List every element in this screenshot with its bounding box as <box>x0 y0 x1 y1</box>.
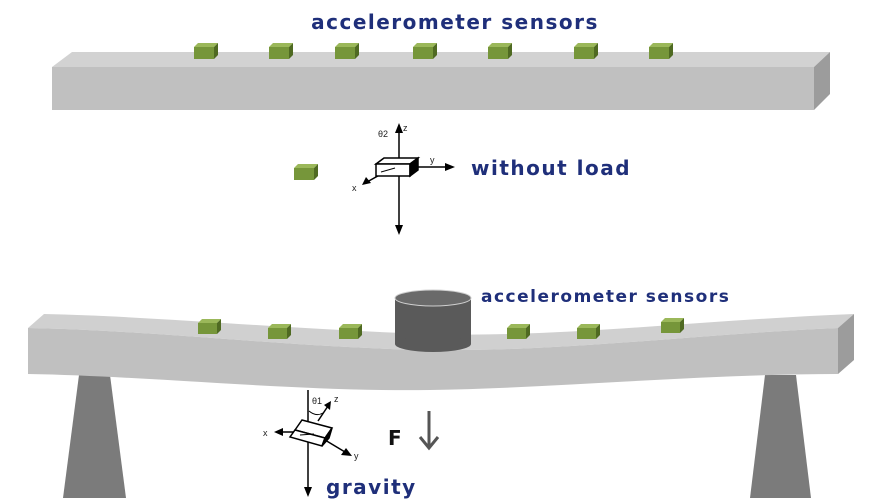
axis-z-label: z <box>403 123 408 133</box>
sensor-cube-icon <box>574 43 598 59</box>
sensor-cube-icon <box>339 324 362 339</box>
axes-unloaded <box>362 123 455 235</box>
top-beam-top-face <box>52 52 830 67</box>
top-beam <box>52 52 830 110</box>
sensor-cube-icon <box>194 43 218 59</box>
sensor-cube-icon <box>661 318 684 333</box>
axis-theta1-label: θ1 <box>312 396 322 406</box>
bottom-title: accelerometer sensors <box>481 287 730 307</box>
sensor-cube-icon <box>269 43 293 59</box>
sensor-cube-icon <box>294 164 318 180</box>
sensor-cube-icon <box>577 324 600 339</box>
bottom-beam-front-face <box>28 328 838 391</box>
support-right <box>750 375 811 498</box>
support-left <box>63 375 126 498</box>
top-beam-side-face <box>814 52 830 110</box>
axis-y-label: y <box>430 155 435 165</box>
sensor-cube-icon <box>649 43 673 59</box>
sensor-cube-icon <box>294 164 318 180</box>
y-arrow-icon <box>341 448 352 456</box>
top-sensor-row <box>194 43 673 59</box>
bottom-beam <box>28 314 854 391</box>
sensor-cube-icon <box>198 319 221 334</box>
support-pillar-icon <box>63 375 126 498</box>
x-arrow-icon <box>274 428 283 436</box>
force-label: F <box>388 426 402 450</box>
axis-x-label: x <box>263 428 268 438</box>
support-pillar-icon <box>750 375 811 498</box>
sensor-cube-icon <box>335 43 359 59</box>
axis-z-label: z <box>334 394 339 404</box>
y-arrow-icon <box>445 163 455 171</box>
sensor-cube-icon <box>488 43 512 59</box>
z-arrow-icon <box>395 123 403 133</box>
x-arrow-icon <box>362 177 371 185</box>
top-beam-front-face <box>52 67 814 110</box>
sensor-cube-icon <box>268 324 291 339</box>
sensor-cube-icon <box>413 43 437 59</box>
bottom-sensor-row <box>198 318 684 339</box>
bottom-beam-side-face <box>838 314 854 374</box>
axes-loaded <box>274 390 352 497</box>
sensor-cube-icon <box>507 324 530 339</box>
down-arrow-icon <box>395 225 403 235</box>
gravity-label: gravity <box>326 475 417 499</box>
load-cylinder-icon <box>394 289 472 352</box>
axis-y-label: y <box>354 451 359 461</box>
top-title: accelerometer sensors <box>311 10 599 34</box>
axis-theta2-label: θ2 <box>378 129 388 139</box>
gravity-arrow-icon <box>304 487 312 497</box>
without-load-label: without load <box>471 156 631 180</box>
arrow-down-icon <box>418 411 440 451</box>
z-arrow-icon <box>324 401 331 410</box>
axis-x-label: x <box>352 183 357 193</box>
